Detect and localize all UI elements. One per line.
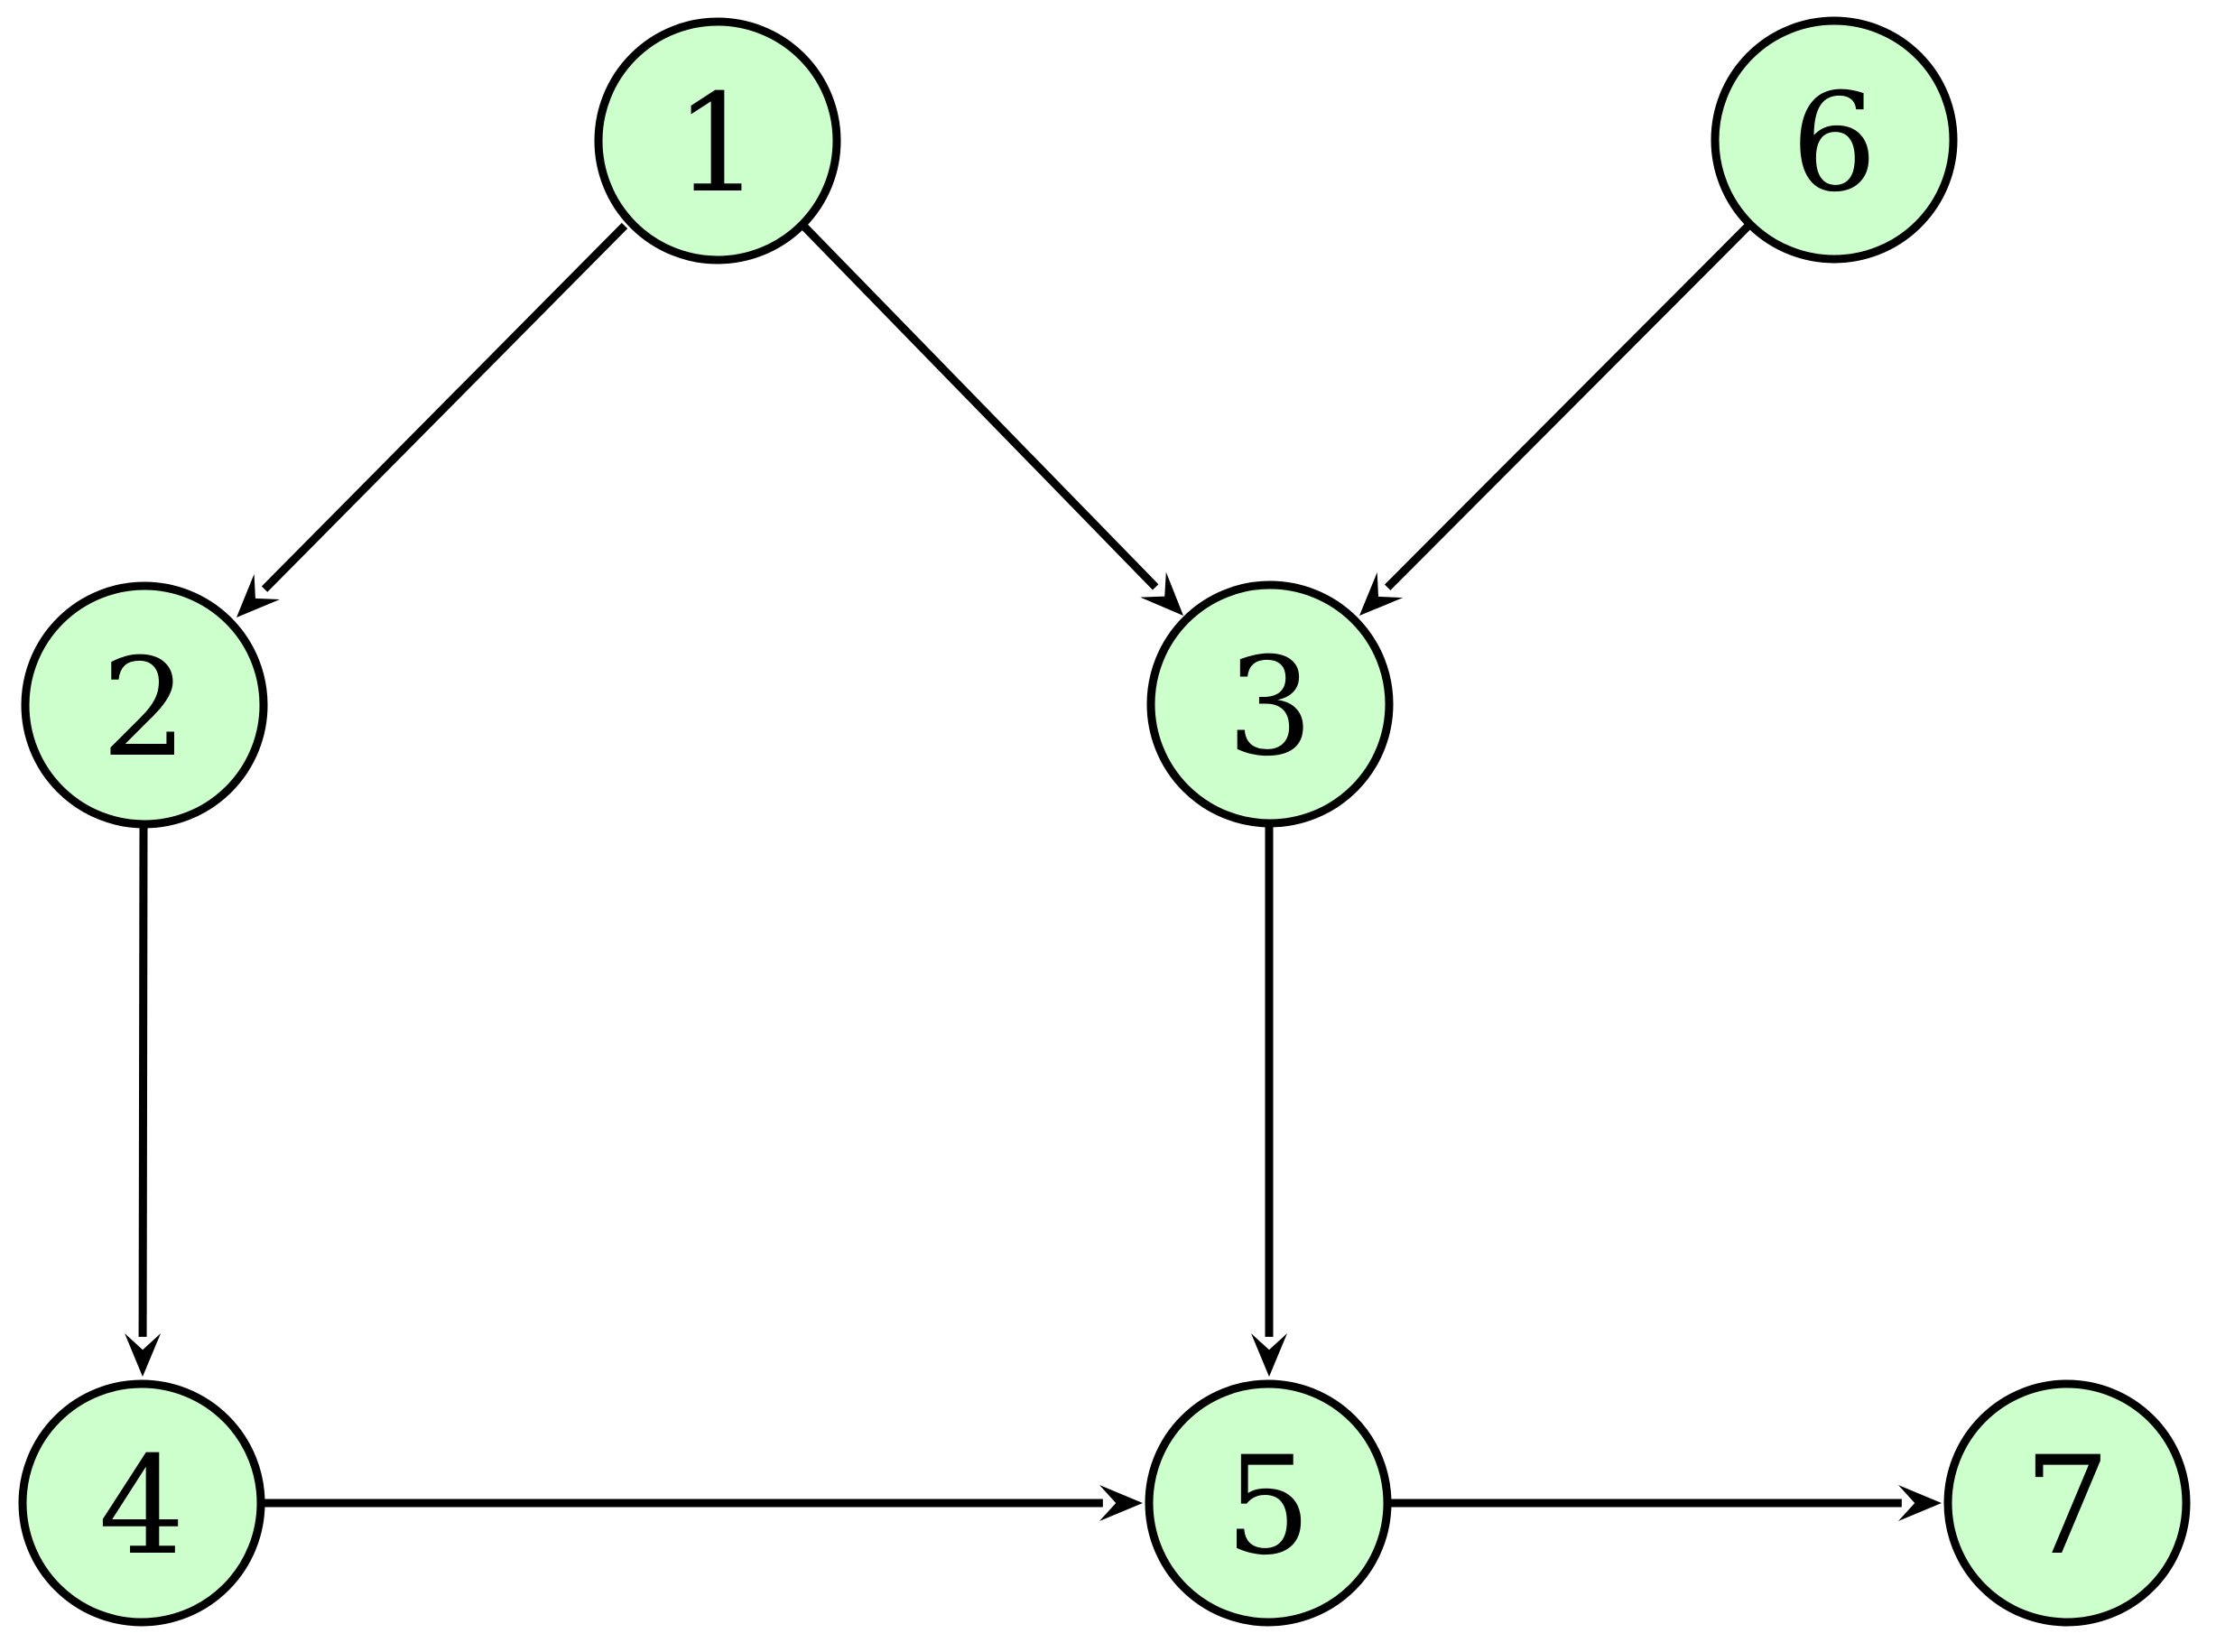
arrowhead-icon: [236, 573, 280, 617]
edges-layer: [125, 222, 1942, 1521]
graph-node-5[interactable]: 5: [1145, 1379, 1392, 1627]
node-label: 6: [1791, 65, 1877, 222]
node-circle[interactable]: [1145, 1379, 1392, 1627]
graph-node-2[interactable]: 2: [21, 581, 268, 829]
edge-2-to-4: [125, 824, 162, 1377]
edge-3-to-5: [1251, 824, 1287, 1377]
graph-node-4[interactable]: 4: [18, 1379, 265, 1627]
node-circle[interactable]: [21, 581, 268, 829]
edge-1-to-2: [236, 222, 628, 617]
node-circle[interactable]: [1711, 16, 1958, 264]
edge-4-to-5: [262, 1485, 1143, 1521]
nodes-layer: 1 2 3 4 5 6 7: [18, 16, 2191, 1627]
arrowhead-icon: [1099, 1485, 1143, 1521]
arrowhead-icon: [1898, 1485, 1942, 1521]
arrowhead-icon: [125, 1332, 162, 1377]
graph-node-1[interactable]: 1: [594, 17, 841, 265]
node-label: 3: [1227, 629, 1312, 786]
node-label: 2: [101, 630, 187, 787]
edge-5-to-7: [1388, 1485, 1942, 1521]
node-circle[interactable]: [1146, 580, 1394, 828]
graph-node-7[interactable]: 7: [1943, 1379, 2191, 1627]
graph-node-6[interactable]: 6: [1711, 16, 1958, 264]
node-circle[interactable]: [18, 1379, 265, 1627]
node-label: 1: [674, 66, 760, 223]
node-label: 4: [98, 1428, 184, 1585]
edge-6-to-3: [1359, 222, 1752, 616]
edge-shaft: [138, 824, 148, 1337]
edge-shaft: [1385, 222, 1752, 590]
node-label: 7: [2024, 1428, 2109, 1585]
node-circle[interactable]: [1943, 1379, 2191, 1627]
graph-node-3[interactable]: 3: [1146, 580, 1394, 828]
node-circle[interactable]: [594, 17, 841, 265]
node-label: 5: [1225, 1428, 1311, 1585]
edge-shaft: [261, 222, 628, 592]
arrowhead-icon: [1140, 571, 1183, 616]
arrowhead-icon: [1359, 571, 1404, 616]
edge-1-to-3: [800, 222, 1183, 616]
arrowhead-icon: [1251, 1333, 1287, 1377]
edge-shaft: [800, 222, 1159, 590]
